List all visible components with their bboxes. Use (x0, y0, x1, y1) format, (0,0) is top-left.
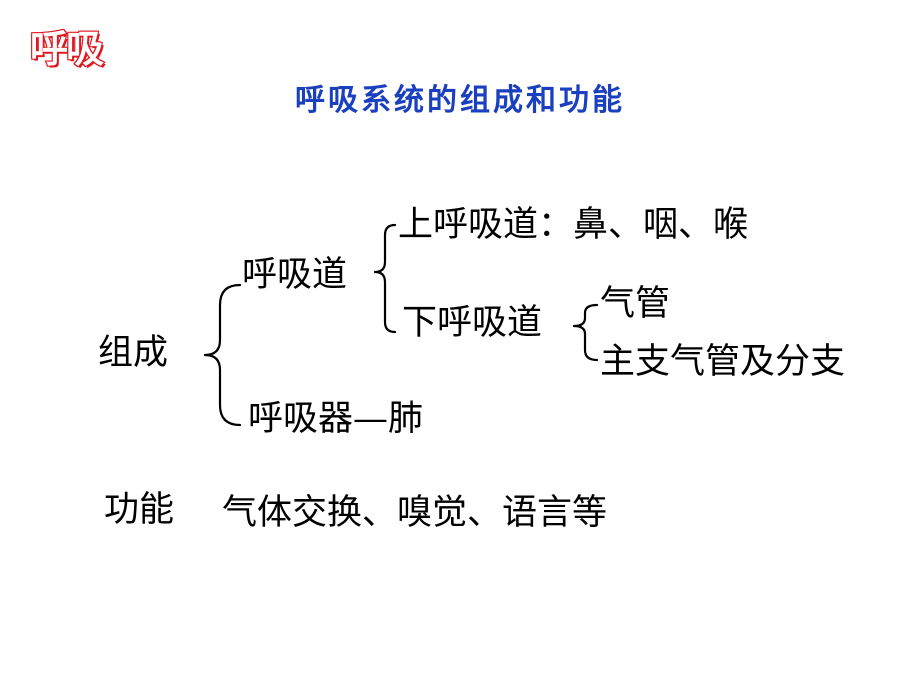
bronchi-label: 主支气管及分支 (600, 342, 846, 382)
page-title: 呼吸系统的组成和功能 (295, 83, 625, 118)
lower-airway-label: 下呼吸道 (402, 303, 543, 343)
airway-label: 呼吸道 (242, 255, 348, 295)
lung-label: 呼吸器—肺 (248, 399, 424, 439)
brace-root (203, 283, 242, 427)
brace-lower-airway (572, 303, 599, 362)
function-text: 气体交换、嗅觉、语言等 (222, 493, 608, 533)
brace-airway (373, 223, 397, 334)
trachea-label: 气管 (600, 284, 671, 324)
upper-airway-label: 上呼吸道：鼻、咽、喉 (398, 205, 749, 245)
function-label: 功能 (104, 490, 175, 530)
logo-stamp: 呼吸 (29, 27, 105, 71)
root-label: 组成 (98, 333, 169, 373)
